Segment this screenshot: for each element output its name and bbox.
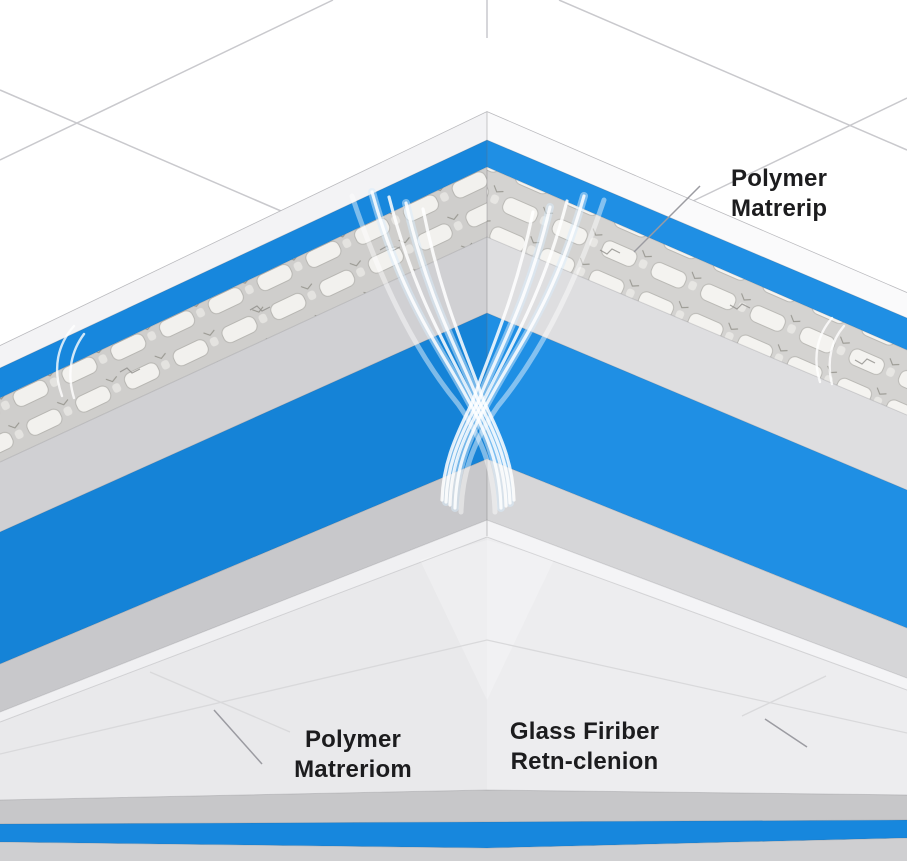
top-lip-right-face	[487, 112, 907, 318]
upper-gray-layer-right-face	[487, 237, 907, 490]
top-lip-left-face	[0, 112, 487, 368]
leader-line-polymer-bottom	[213, 709, 263, 765]
lower-gray-layer-left-face	[0, 459, 487, 712]
blue-core-layer-left-face	[0, 313, 487, 664]
label-polymer-bottom: Polymer Matreriom	[278, 725, 428, 785]
upper-gray-layer-left-face	[0, 237, 487, 532]
label-polymer-bottom-line1: Polymer	[304, 726, 402, 753]
step-edge-left	[0, 520, 487, 722]
bottom-base-band	[0, 838, 907, 861]
bottom-blue-band	[0, 820, 907, 848]
surface-seam-lines	[0, 639, 907, 755]
thin-blue-layer-right-face	[487, 140, 907, 350]
leader-line-polymer-top	[633, 185, 701, 253]
label-glass-fiber-line2: Retn-clenion	[510, 748, 659, 776]
leader-lines	[213, 185, 808, 765]
glass-fiber-bundle	[349, 188, 607, 515]
top-tile-surface	[0, 0, 907, 346]
fiber-wisp-right	[815, 316, 846, 386]
surface-corner-highlight	[420, 540, 554, 700]
lower-gray-layer-right-face	[487, 459, 907, 678]
bottom-surface-right	[487, 537, 907, 795]
label-polymer-matrix-line1: Polymer	[731, 165, 828, 192]
step-edge-right	[487, 520, 907, 690]
label-glass-fiber: Glass Firiber Retn-clenion	[497, 717, 672, 777]
aggregate-layer-left-face	[0, 167, 487, 462]
aggregate-layer-right-face	[487, 167, 907, 415]
label-polymer-matrix-line2: Matrerip	[731, 195, 828, 223]
thin-blue-layer-left-face	[0, 140, 487, 398]
layer-boundary-lines	[0, 139, 907, 849]
label-polymer-matrix: Polymer Matrerip	[731, 164, 827, 224]
label-glass-fiber-line1: Glass Firiber	[509, 718, 660, 745]
leader-line-glass-fiber	[764, 718, 808, 748]
bottom-gray-band	[0, 790, 907, 824]
label-polymer-bottom-line2: Matreriom	[294, 756, 412, 784]
bottom-surface-left	[0, 537, 487, 800]
blue-core-layer-right-face	[487, 313, 907, 628]
fiber-wisp-left	[55, 324, 86, 400]
top-surface-tile-grid	[0, 0, 907, 212]
